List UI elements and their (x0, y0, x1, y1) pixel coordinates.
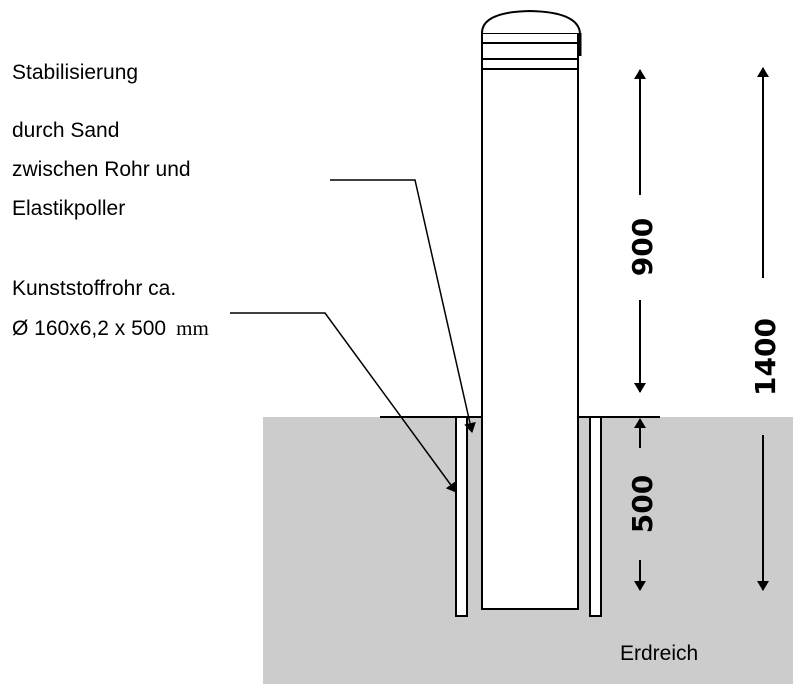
dimension-900-label: 900 (626, 218, 659, 276)
label-pipe-line1: Kunststoffrohr ca. (12, 277, 176, 300)
leader-pipe (230, 312, 457, 493)
pipe-wall-left (455, 416, 468, 617)
pipe-wall-right (589, 416, 602, 617)
dimension-500-label: 500 (626, 475, 659, 533)
leader-sand (330, 179, 476, 433)
label-stabilization-title: Stabilisierung (12, 61, 138, 84)
dimension-1400-label: 1400 (749, 318, 782, 396)
label-stabilization-line3: Elastikpoller (12, 197, 125, 220)
label-pipe-size: Ø 160x6,2 x 500 (12, 317, 166, 340)
label-stabilization-line1: durch Sand (12, 119, 119, 142)
label-pipe-line2: Ø 160x6,2 x 500 mm (12, 316, 209, 340)
bollard (481, 9, 582, 610)
label-pipe-unit: mm (176, 316, 209, 340)
label-stabilization-line2: zwischen Rohr und (12, 158, 191, 181)
label-ground: Erdreich (620, 642, 698, 665)
